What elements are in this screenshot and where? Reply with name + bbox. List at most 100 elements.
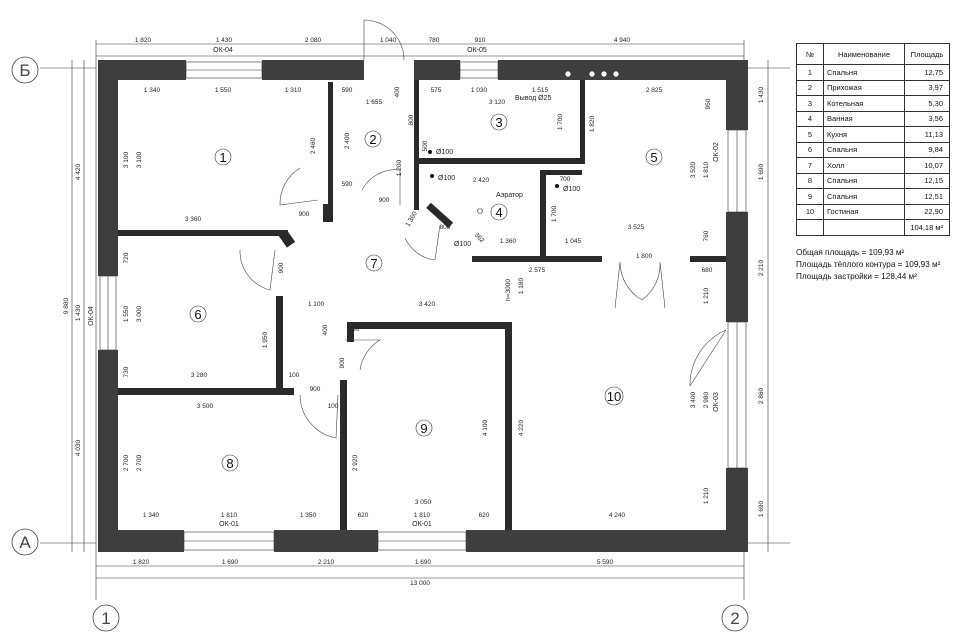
svg-text:3 100: 3 100 (123, 151, 130, 168)
axis-a-label: А (19, 533, 31, 552)
ceiling-height-label: h=3000 (505, 279, 512, 301)
svg-text:1 820: 1 820 (133, 559, 150, 566)
room-6-number: 6 (194, 307, 201, 322)
window-ok04-top-label: ОК-04 (213, 47, 233, 54)
table-header-row: № Наименование Площадь (796, 43, 950, 65)
svg-text:590: 590 (342, 181, 353, 188)
svg-text:9 880: 9 880 (63, 297, 70, 314)
svg-text:1 430: 1 430 (75, 304, 82, 321)
header-area: Площадь (904, 43, 950, 65)
svg-text:1 810: 1 810 (703, 161, 710, 178)
room-10-number: 10 (607, 389, 621, 404)
building-area: Площадь застройки = 128,44 м² (796, 272, 917, 281)
svg-text:2 420: 2 420 (473, 177, 490, 184)
svg-text:575: 575 (431, 87, 442, 94)
svg-text:1 690: 1 690 (222, 559, 239, 566)
svg-text:2 920: 2 920 (352, 454, 359, 471)
svg-text:800: 800 (440, 224, 451, 231)
svg-text:4 420: 4 420 (75, 163, 82, 180)
warm-area: Площадь тёплого контура = 109,93 м² (796, 260, 941, 269)
svg-text:1 100: 1 100 (308, 301, 325, 308)
svg-text:1 180: 1 180 (518, 277, 525, 294)
svg-text:1 690: 1 690 (415, 559, 432, 566)
header-name: Наименование (823, 43, 905, 65)
room-3-number: 3 (495, 115, 502, 130)
svg-text:3 420: 3 420 (419, 301, 436, 308)
svg-text:100: 100 (328, 403, 339, 410)
svg-text:1 045: 1 045 (565, 238, 582, 245)
svg-text:1 340: 1 340 (143, 512, 160, 519)
interior-walls (118, 80, 726, 530)
svg-text:280: 280 (349, 326, 360, 333)
svg-text:1 700: 1 700 (557, 113, 564, 130)
header-num: № (796, 43, 824, 65)
svg-text:1 700: 1 700 (551, 205, 558, 222)
axis-2-label: 2 (730, 609, 739, 628)
room-numbers: 1 2 3 4 5 6 7 8 9 10 (189, 113, 663, 472)
svg-text:2 575: 2 575 (529, 267, 546, 274)
annotations: Вывод Ø25 Аэратор Ø100 Ø100 Ø100 Ø100 h=… (436, 95, 580, 301)
svg-text:900: 900 (379, 197, 390, 204)
room-4-number: 4 (495, 205, 502, 220)
axis-b-label: Б (19, 61, 30, 80)
room-8-number: 8 (226, 456, 233, 471)
svg-text:900: 900 (299, 211, 310, 218)
svg-text:1 340: 1 340 (144, 87, 161, 94)
diameter-label-d: Ø100 (454, 241, 471, 248)
window-ok03-label: ОК-03 (713, 392, 720, 412)
aerator-label: Аэратор (496, 192, 523, 199)
svg-text:1 030: 1 030 (471, 87, 488, 94)
vyvod-label: Вывод Ø25 (515, 95, 551, 102)
window-ok01-left-label: ОК-01 (219, 521, 239, 528)
svg-text:1 655: 1 655 (366, 99, 383, 106)
svg-text:590: 590 (342, 87, 353, 94)
svg-text:500: 500 (422, 140, 429, 151)
svg-text:1 200: 1 200 (396, 159, 403, 176)
svg-text:1 690: 1 690 (758, 500, 765, 517)
table-total-row: 104,18 м² (796, 219, 950, 236)
svg-text:1 210: 1 210 (703, 287, 710, 304)
room-5-number: 5 (650, 150, 657, 165)
svg-text:1 310: 1 310 (285, 87, 302, 94)
total-area: Общая площадь = 109,93 м² (796, 248, 905, 257)
svg-text:1 360: 1 360 (500, 238, 517, 245)
svg-text:3 520: 3 520 (690, 161, 697, 178)
svg-text:3 280: 3 280 (191, 372, 208, 379)
svg-text:1 430: 1 430 (758, 86, 765, 103)
svg-text:800: 800 (408, 114, 415, 125)
svg-text:3 000: 3 000 (136, 305, 143, 322)
axis-markers: Б А 1 2 (11, 56, 749, 632)
axis-1-label: 1 (101, 609, 110, 628)
diameter-label-a: Ø100 (436, 149, 453, 156)
svg-text:720: 720 (123, 252, 130, 263)
exterior-walls (98, 60, 748, 552)
svg-text:1 515: 1 515 (532, 87, 549, 94)
svg-text:400: 400 (394, 86, 401, 97)
svg-text:2 210: 2 210 (758, 259, 765, 276)
svg-text:1 810: 1 810 (221, 512, 238, 519)
svg-text:1 800: 1 800 (636, 253, 653, 260)
svg-text:3 500: 3 500 (197, 403, 214, 410)
svg-text:4 100: 4 100 (482, 419, 489, 436)
svg-text:2 460: 2 460 (310, 137, 317, 154)
svg-text:362: 362 (473, 232, 486, 245)
svg-text:1 550: 1 550 (215, 87, 232, 94)
svg-text:900: 900 (278, 262, 285, 273)
svg-text:1 040: 1 040 (380, 37, 397, 44)
svg-text:4 940: 4 940 (614, 37, 631, 44)
room-7-number: 7 (370, 256, 377, 271)
svg-text:760: 760 (703, 230, 710, 241)
svg-text:3 360: 3 360 (185, 216, 202, 223)
diameter-label-c: Ø100 (563, 186, 580, 193)
svg-text:620: 620 (358, 512, 369, 519)
svg-text:3 100: 3 100 (136, 151, 143, 168)
svg-text:13 000: 13 000 (410, 580, 430, 587)
svg-text:900: 900 (310, 386, 321, 393)
svg-text:1 550: 1 550 (123, 305, 130, 322)
area-totals: Общая площадь = 109,93 м² Площадь тёплог… (796, 247, 940, 283)
svg-text:4 240: 4 240 (609, 512, 626, 519)
